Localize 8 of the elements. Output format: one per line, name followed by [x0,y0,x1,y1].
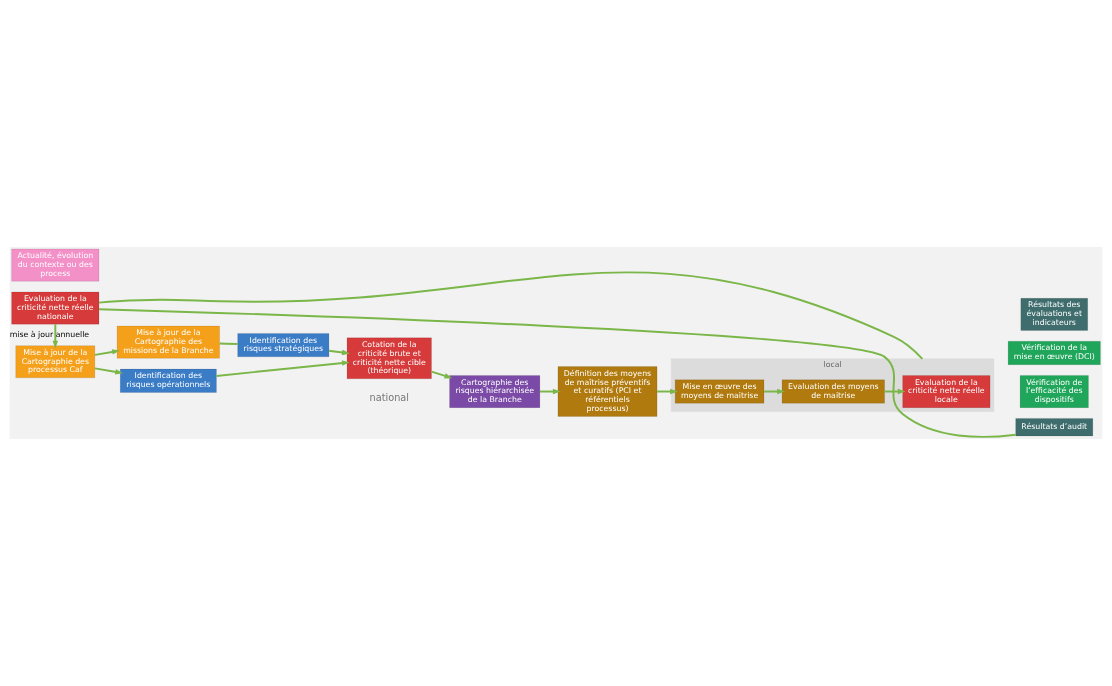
arrow [94,367,124,375]
label: national [369,391,410,403]
connector [218,342,239,345]
arrow [52,323,59,349]
connector [98,308,1017,438]
arrow [94,349,120,356]
arrow [215,360,350,377]
arrow [430,370,453,379]
